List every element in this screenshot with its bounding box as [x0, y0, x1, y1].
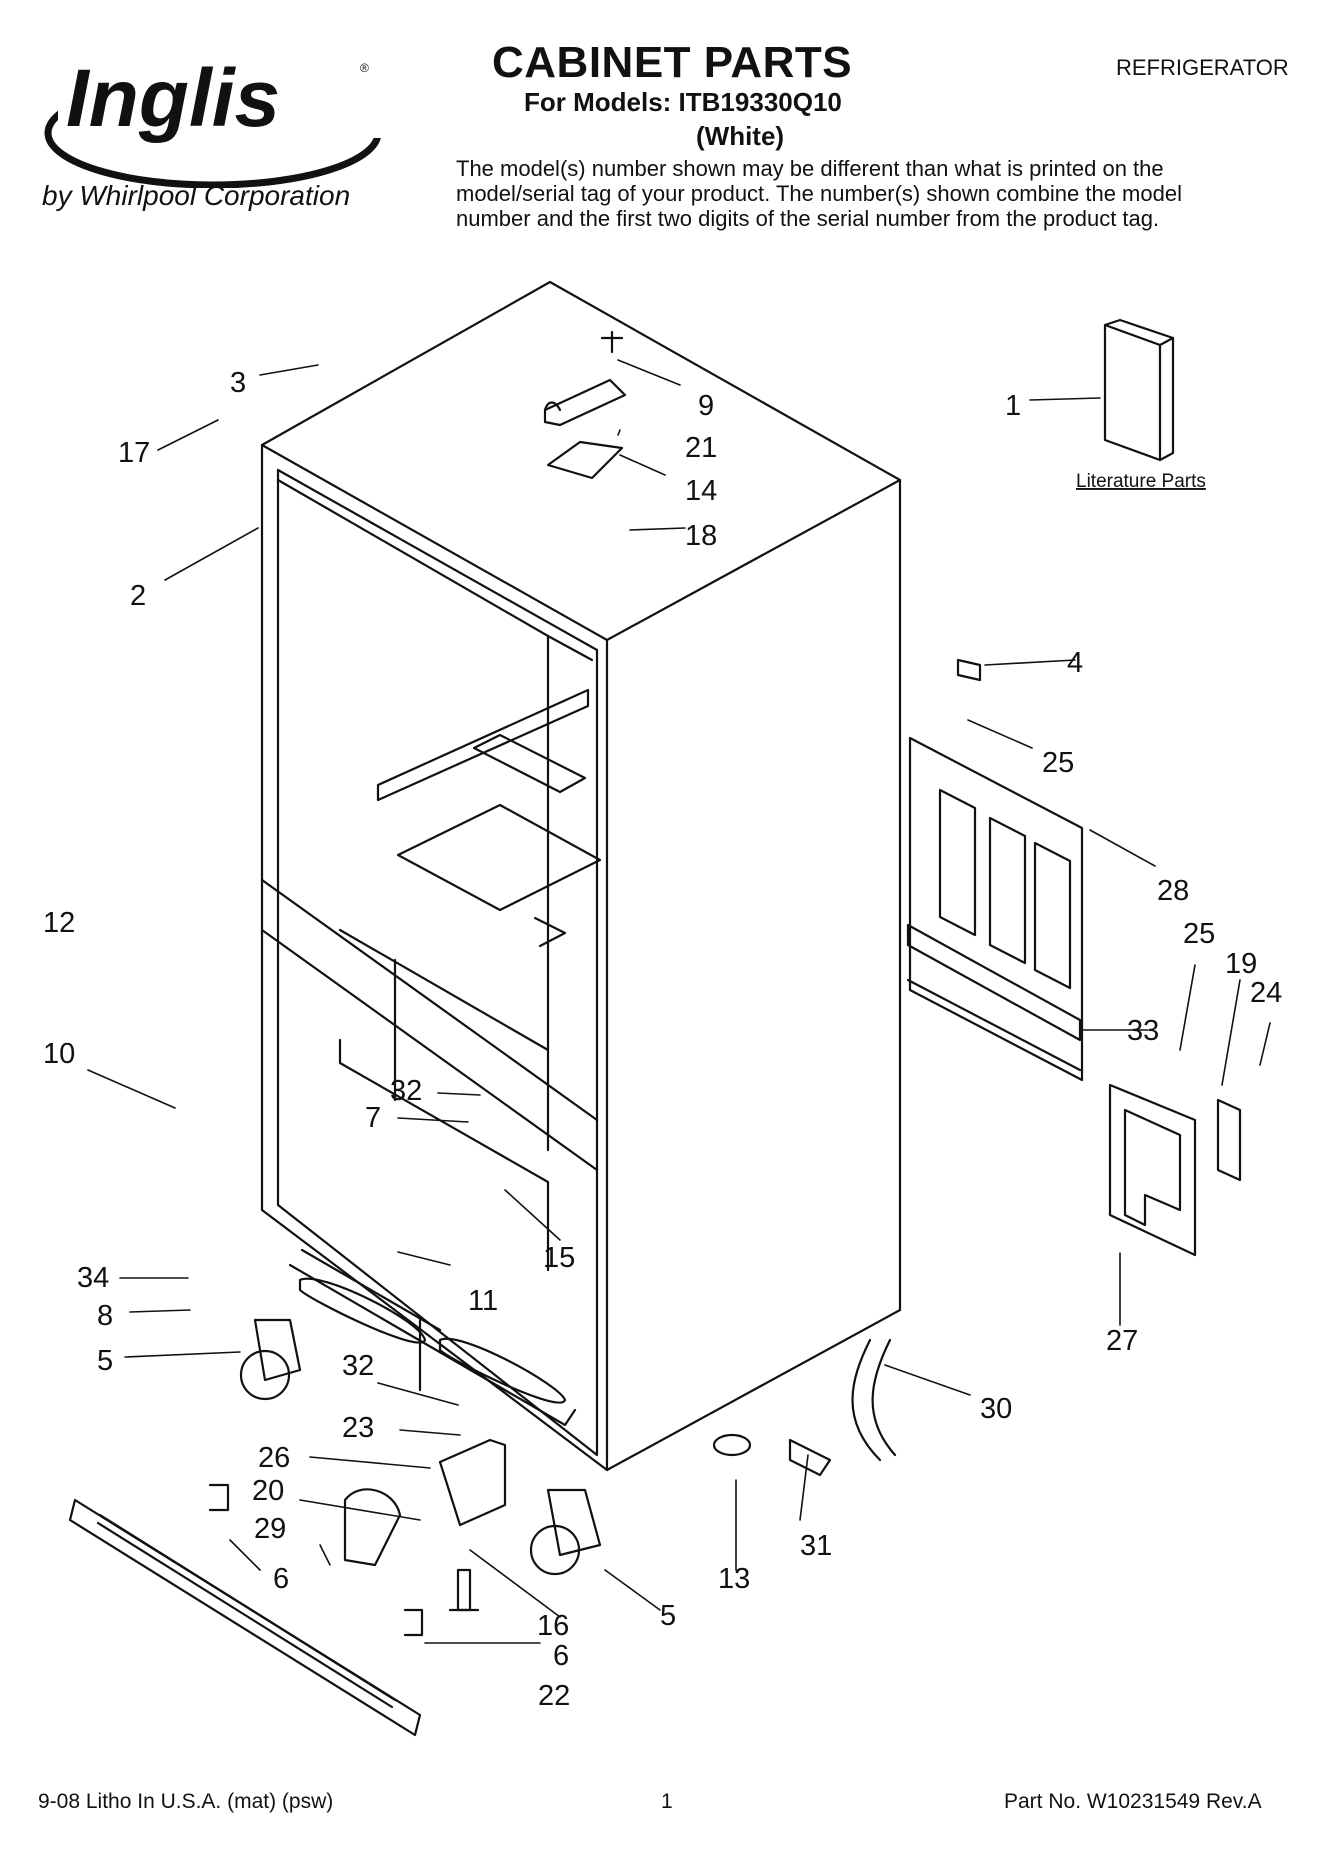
- leader-lines: [87, 359, 1271, 1644]
- leveling-bracket: [343, 1438, 507, 1612]
- callout-32-lower: 32: [342, 1350, 374, 1382]
- callout-9: 9: [698, 390, 714, 422]
- callout-30: 30: [980, 1393, 1012, 1425]
- callout-26: 26: [258, 1442, 290, 1474]
- access-panel: [906, 658, 1084, 1082]
- model-note: The model(s) number shown may be differe…: [456, 156, 1182, 231]
- callout-25-lower: 25: [1183, 918, 1215, 950]
- top-hinge: [543, 330, 627, 480]
- callout-33: 33: [1127, 1015, 1159, 1047]
- callout-34: 34: [77, 1262, 109, 1294]
- callout-8: 8: [97, 1300, 113, 1332]
- product-type: REFRIGERATOR: [1116, 55, 1289, 80]
- grille-clips: [208, 1483, 424, 1637]
- callout-29: 29: [254, 1513, 286, 1545]
- drain-parts: [712, 1338, 897, 1477]
- callout-3: 3: [230, 367, 246, 399]
- callout-18: 18: [685, 520, 717, 552]
- callout-numbers: 1 2 3 4 5 5 6 6 7 8 9 10 11 12 13 14 15 …: [43, 367, 1282, 1712]
- callout-5-left: 5: [97, 1345, 113, 1377]
- callout-23: 23: [342, 1412, 374, 1444]
- part-number: Part No. W10231549 Rev.A: [1004, 1790, 1262, 1813]
- callout-10: 10: [43, 1038, 75, 1070]
- inglis-logo: Inglis ®: [44, 53, 388, 188]
- callout-2: 2: [130, 580, 146, 612]
- callout-25-top: 25: [1042, 747, 1074, 779]
- callout-13: 13: [718, 1563, 750, 1595]
- callout-17: 17: [118, 437, 150, 469]
- callout-15: 15: [543, 1242, 575, 1274]
- model-color: (White): [696, 121, 785, 151]
- print-info: 9-08 Litho In U.S.A. (mat) (psw): [38, 1790, 334, 1813]
- rear-caster: [529, 1488, 602, 1576]
- callout-1: 1: [1005, 390, 1021, 422]
- callout-6-right: 6: [553, 1640, 569, 1672]
- callout-16: 16: [537, 1610, 569, 1642]
- front-caster: [239, 1318, 302, 1401]
- callout-12: 12: [43, 907, 75, 939]
- callout-22: 22: [538, 1680, 570, 1712]
- callout-6-left: 6: [273, 1563, 289, 1595]
- control-bracket: [1108, 1083, 1242, 1257]
- callout-11: 11: [468, 1285, 498, 1317]
- model-number: For Models: ITB19330Q10: [524, 87, 842, 117]
- callout-5-right: 5: [660, 1600, 676, 1632]
- callout-4: 4: [1067, 647, 1083, 679]
- page-title: CABINET PARTS: [492, 38, 853, 87]
- callout-20: 20: [252, 1475, 284, 1507]
- callout-14: 14: [685, 475, 717, 507]
- callout-32-upper: 32: [390, 1075, 422, 1107]
- callout-19: 19: [1225, 948, 1257, 980]
- callout-24: 24: [1250, 977, 1282, 1009]
- callout-31: 31: [800, 1530, 832, 1562]
- brand-wordmark: Inglis: [66, 53, 280, 144]
- literature-booklet: [1103, 318, 1175, 462]
- callout-28: 28: [1157, 875, 1189, 907]
- callout-21: 21: [685, 432, 717, 464]
- callout-27: 27: [1106, 1325, 1138, 1357]
- brand-subtitle: by Whirlpool Corporation: [42, 180, 351, 211]
- page-number: 1: [661, 1790, 673, 1813]
- svg-text:®: ®: [360, 61, 369, 75]
- callout-7: 7: [365, 1102, 381, 1134]
- base-grille: [68, 1498, 422, 1737]
- cabinet-body: [260, 280, 902, 1472]
- literature-parts-label: Literature Parts: [1076, 471, 1206, 492]
